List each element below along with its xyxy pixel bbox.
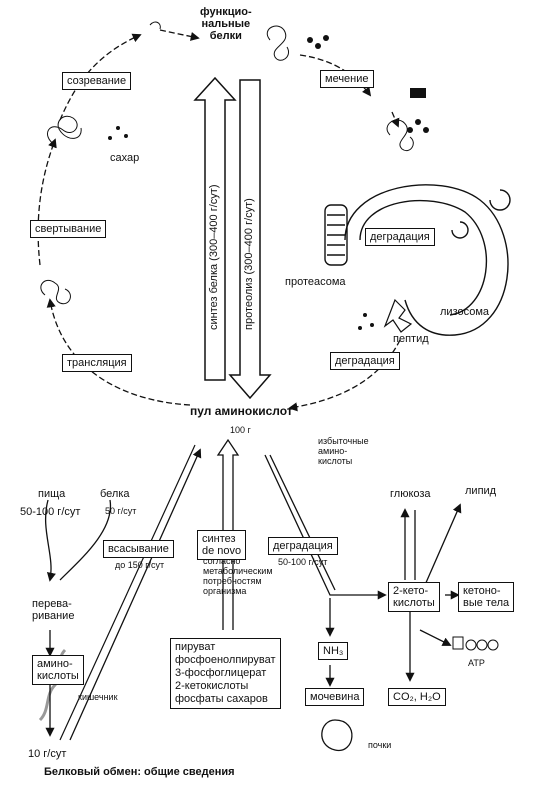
pool-amount: 100 г — [230, 425, 251, 435]
protein-amount: 50 г/сут — [105, 506, 137, 516]
maturation-box: созревание — [62, 72, 132, 90]
protein-label: белка — [100, 488, 130, 500]
functional-proteins-label: функцио- нальные белки — [200, 6, 252, 42]
peptide-shape — [383, 298, 413, 333]
precursor-item: фосфоенолпируват — [175, 654, 276, 666]
precursors-box: пируват фосфоенолпируват 3-фосфоглицерат… — [170, 638, 281, 709]
atp-label: ATP — [468, 658, 485, 668]
labeling-box: мечение — [320, 70, 374, 88]
protein-synthesis-arrow-label: синтез белка (300–400 г/сут) — [208, 184, 220, 331]
central-arrows — [193, 76, 272, 400]
degradation-pool-box: деградация — [268, 537, 338, 555]
co2-h2o-box: CO₂, H₂O — [388, 688, 446, 706]
urea-box: мочевина — [305, 688, 365, 706]
excreted-amount: 10 г/сут — [28, 748, 67, 760]
lipid-label: липид — [465, 485, 497, 497]
degradation-peptide-box: деградация — [330, 352, 400, 370]
food-label: пища — [38, 488, 66, 500]
degradation-amount: 50-100 г/сут — [278, 557, 328, 567]
amino-acids-box: амино- кислоты — [32, 655, 84, 685]
de-novo-note: согласно метаболическим потребностям орг… — [203, 556, 273, 596]
degradation-proteasome-box: деградация — [365, 228, 435, 246]
digestion-arrows — [44, 444, 202, 741]
lysosome-label: лизосома — [440, 306, 490, 318]
intestine-label: кишечник — [78, 692, 118, 702]
glucose-label: глюкоза — [390, 488, 431, 500]
precursor-item: 3-фосфоглицерат — [175, 667, 267, 679]
folding-box: свертывание — [30, 220, 107, 238]
precursor-item: 2-кетокислоты — [175, 680, 249, 692]
translation-box: трансляция — [62, 354, 132, 372]
atp-chain — [452, 636, 499, 651]
absorption-box: всасывание — [103, 540, 174, 558]
peptide-label: пептид — [393, 333, 429, 345]
figure-caption: Белковый обмен: общие сведения — [44, 766, 235, 778]
keto-acids-box: 2-кето- кислоты — [388, 582, 440, 612]
degradation-machinery — [324, 184, 511, 336]
nh3-box: NH₃ — [318, 642, 349, 660]
ketone-bodies-box: кетоно- вые тела — [458, 582, 515, 612]
amino-acid-pool-title: пул аминокислот — [190, 404, 293, 418]
kidneys-label: почки — [368, 740, 392, 750]
proteasome-label: протеасома — [285, 276, 346, 288]
precursor-item: пируват — [175, 641, 216, 653]
proteolysis-arrow-label: протеолиз (300–400 г/сут) — [243, 198, 255, 330]
degradation-branch — [264, 454, 462, 751]
digestion-label: перева- ривание — [32, 598, 75, 622]
de-novo-arrow — [216, 438, 240, 630]
de-novo-box: синтез de novo — [197, 530, 247, 560]
precursor-item: фосфаты сахаров — [175, 693, 268, 705]
ubiquitin-tags — [108, 35, 429, 330]
food-amount: 50-100 г/сут — [20, 506, 81, 518]
absorption-amount: до 150 г/сут — [115, 560, 165, 570]
sugar-label: сахар — [110, 152, 140, 164]
excess-amino-acids-label: избыточные амино- кислоты — [318, 436, 369, 466]
